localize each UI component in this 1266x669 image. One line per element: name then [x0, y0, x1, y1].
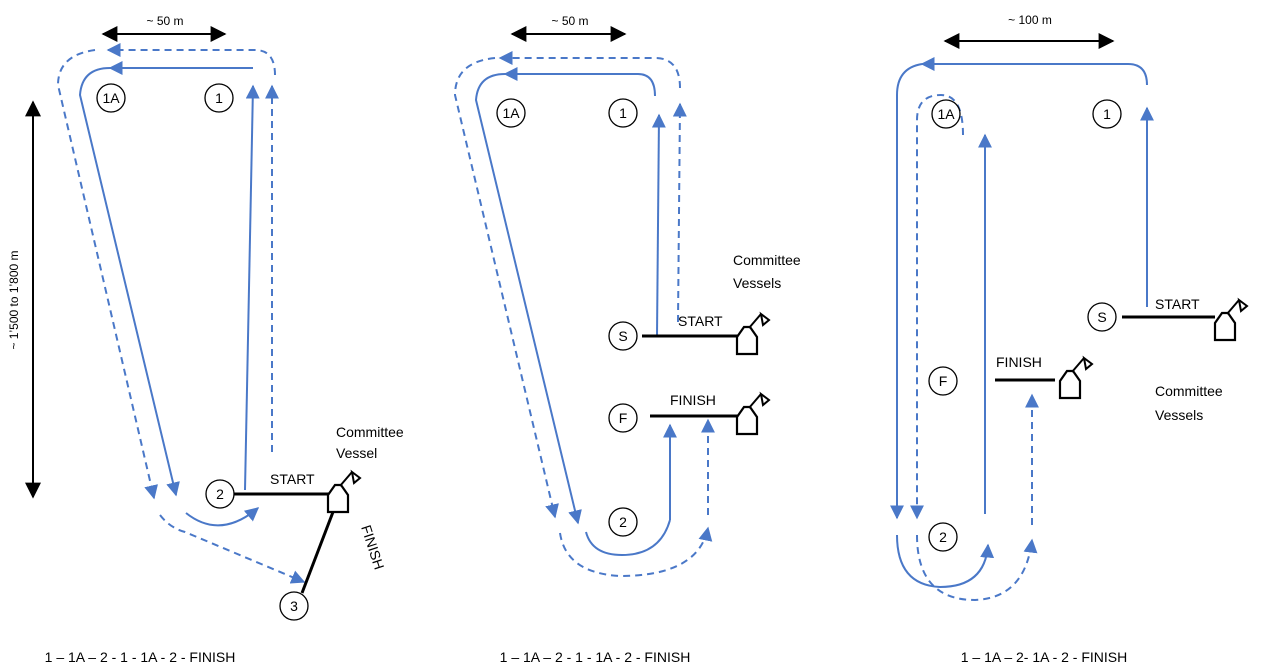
width-label: ~ 50 m: [551, 14, 588, 28]
committee-vessel-finish-icon: [1058, 356, 1094, 400]
mark-1a: 1A: [931, 99, 961, 129]
mark-1: 1: [608, 98, 638, 128]
mark-finish: F: [928, 366, 958, 396]
leg-1a-to-2: [474, 73, 582, 525]
start-label: START: [270, 471, 315, 487]
vessel-label-line1: Committee: [733, 252, 801, 268]
rounding-mark-2: [185, 507, 260, 527]
mark-2: 2: [205, 479, 235, 509]
mark-start: S: [608, 321, 638, 351]
svg-text:3: 3: [290, 598, 298, 614]
finish-label: FINISH: [358, 523, 387, 572]
finish-line: [300, 511, 335, 594]
course-sequence: 1 – 1A – 2- 1A - 2 - FINISH: [961, 649, 1128, 665]
rounding-mark-2: [585, 519, 671, 557]
svg-text:F: F: [619, 410, 628, 426]
start-label: START: [678, 313, 723, 329]
finish-label: FINISH: [670, 392, 716, 408]
leg-1a-to-2: [78, 67, 180, 497]
leg-1a-to-2: [890, 63, 923, 520]
rounding-mark-2: [896, 534, 995, 589]
mark-start: S: [1087, 302, 1117, 332]
committee-vessel-start-icon: [735, 312, 771, 356]
mark-finish: F: [608, 403, 638, 433]
svg-text:1: 1: [1103, 106, 1111, 122]
vessel-label-line2: Vessels: [733, 275, 781, 291]
lap-leg-1a-to-2: [453, 57, 559, 519]
svg-text:S: S: [1097, 309, 1106, 325]
lap-leg-1a-to-2: [56, 49, 158, 500]
course-sequence: 1 – 1A – 2 - 1 - 1A - 2 - FINISH: [500, 649, 691, 665]
mark-2: 2: [928, 522, 958, 552]
course-b: ~ 50 m 1A 1 S F 2: [453, 14, 801, 665]
mark-1: 1: [204, 83, 234, 113]
svg-text:S: S: [618, 328, 627, 344]
lap-rounding-mark-2: [559, 526, 713, 578]
svg-text:2: 2: [216, 486, 224, 502]
committee-vessel-start-icon: [1213, 298, 1249, 342]
lap-leg-1-to-1a: [106, 43, 276, 76]
committee-vessel-finish-icon: [735, 392, 771, 436]
vessel-label-line2: Vessels: [1155, 407, 1203, 423]
vessel-label-line1: Committee: [336, 424, 404, 440]
mark-1: 1: [1092, 99, 1122, 129]
svg-text:2: 2: [619, 514, 627, 530]
width-label: ~ 100 m: [1008, 13, 1052, 27]
mark-2: 2: [608, 507, 638, 537]
committee-vessel-icon: [326, 470, 362, 514]
lap-leg-to-1: [672, 102, 687, 323]
vessel-label-line1: Committee: [1155, 383, 1223, 399]
svg-text:1A: 1A: [937, 106, 955, 122]
leg-1-to-1a: [920, 57, 1148, 86]
mark-1a: 1A: [96, 83, 126, 113]
length-label: ~ 1’500 to 1’800 m: [7, 250, 21, 349]
mark-3: 3: [279, 591, 309, 621]
leg-1-to-1a: [503, 67, 656, 97]
course-a: ~ 50 m ~ 1’500 to 1’800 m 1A 1 2 3: [7, 14, 404, 665]
svg-text:1: 1: [215, 90, 223, 106]
svg-text:1A: 1A: [502, 105, 520, 121]
leg-to-finish: [159, 514, 306, 584]
lap-rounding-mark-2: [916, 534, 1038, 602]
course-c: ~ 100 m 1A 1 S F 2: [890, 13, 1249, 665]
leg-start-to-1: [651, 113, 666, 337]
lap-leg-1-to-1a: [498, 51, 681, 89]
lap-leg-1a-to-2: [910, 93, 964, 520]
svg-text:1A: 1A: [102, 90, 120, 106]
course-sequence: 1 – 1A – 2 - 1 - 1A - 2 - FINISH: [45, 649, 236, 665]
mark-1a: 1A: [496, 98, 526, 128]
start-label: START: [1155, 296, 1200, 312]
svg-text:F: F: [939, 373, 948, 389]
svg-text:1: 1: [619, 105, 627, 121]
vessel-label-line2: Vessel: [336, 445, 377, 461]
finish-label: FINISH: [996, 354, 1042, 370]
svg-text:2: 2: [939, 529, 947, 545]
width-label: ~ 50 m: [146, 14, 183, 28]
leg-2-to-1: [244, 84, 260, 491]
